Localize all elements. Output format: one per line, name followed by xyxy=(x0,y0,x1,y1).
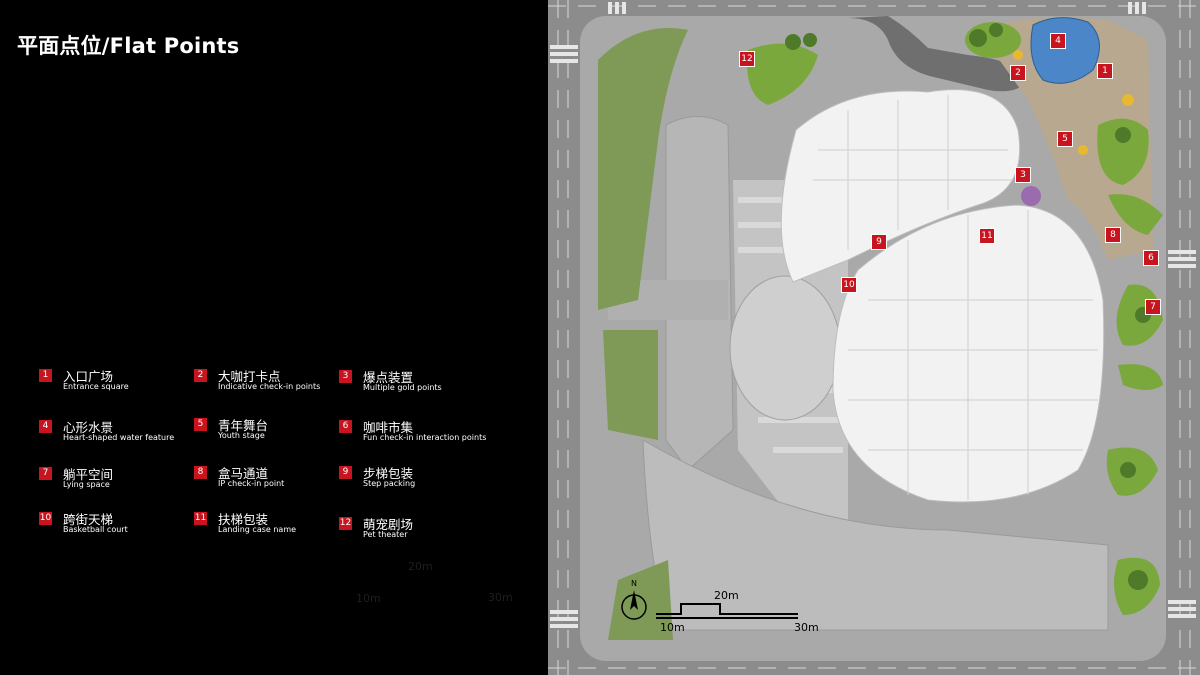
legend-item-4: 4 心形水景 Heart-shaped water feature xyxy=(39,418,189,448)
legend-number: 10 xyxy=(39,512,52,525)
marker-8: 8 xyxy=(1105,227,1121,243)
legend-number: 2 xyxy=(194,369,207,382)
marker-12: 12 xyxy=(739,51,755,67)
legend-label-en: Indicative check-in points xyxy=(218,382,321,391)
heart-water-feature xyxy=(1030,17,1100,84)
legend-label-en: Youth stage xyxy=(218,431,265,440)
marker-4: 4 xyxy=(1050,33,1066,49)
legend-number: 5 xyxy=(194,418,207,431)
legend-number: 8 xyxy=(194,466,207,479)
north-arrow xyxy=(621,590,647,620)
legend-item-3: 3 爆点装置 Multiple gold points xyxy=(339,368,489,398)
legend-item-5: 5 青年舞台 Youth stage xyxy=(194,416,344,446)
legend-number: 3 xyxy=(339,370,352,383)
legend-label-cn: 入口广场 xyxy=(63,369,114,384)
legend-label-cn: 心形水景 xyxy=(63,420,114,435)
scale-label-20: 20m xyxy=(714,589,739,602)
site-plan: 1 2 3 4 5 6 7 8 9 10 11 12 20m 10m 30m N xyxy=(548,0,1200,675)
trees xyxy=(785,23,1151,590)
bottom-building xyxy=(642,439,1109,631)
legend-item-1: 1 入口广场 Entrance square xyxy=(39,367,189,397)
legend-item-11: 11 扶梯包装 Landing case name xyxy=(194,510,344,540)
legend-label-en: Multiple gold points xyxy=(363,383,442,392)
legend-label-cn: 咖啡市集 xyxy=(363,420,414,435)
legend-label-en: Step packing xyxy=(363,479,416,488)
legend-item-12: 12 萌宠剧场 Pet theater xyxy=(339,515,489,545)
legend-item-6: 6 咖啡市集 Fun check-in interaction points xyxy=(339,418,489,448)
legend-label-cn: 步梯包装 xyxy=(363,466,414,481)
ghost-scale-10: 10m xyxy=(356,592,381,605)
legend-number: 11 xyxy=(194,512,207,525)
page-title: 平面点位/Flat Points xyxy=(17,34,240,58)
green-strip-left-lower xyxy=(603,330,658,440)
scale-label-30: 30m xyxy=(794,621,819,634)
marker-11: 11 xyxy=(979,228,995,244)
green-strip-left xyxy=(598,28,688,310)
legend-label-en: Pet theater xyxy=(363,530,408,539)
legend-label-cn: 扶梯包装 xyxy=(218,512,269,527)
legend-label-cn: 爆点装置 xyxy=(363,370,414,385)
legend-label-cn: 萌宠剧场 xyxy=(363,517,414,532)
legend-label-cn: 大咖打卡点 xyxy=(218,369,281,384)
legend-number: 1 xyxy=(39,369,52,382)
green-corner-bottom xyxy=(608,560,673,640)
yellow-accents xyxy=(1013,50,1134,155)
green-patches xyxy=(747,22,1163,615)
ghost-scale-20: 20m xyxy=(408,560,433,573)
legend-label-en: Lying space xyxy=(63,480,110,489)
marker-5: 5 xyxy=(1057,131,1073,147)
legend-label-en: Basketball court xyxy=(63,525,128,534)
legend-number: 12 xyxy=(339,517,352,530)
purple-sphere xyxy=(1021,186,1041,206)
ghost-scale-30: 30m xyxy=(488,591,513,604)
marker-2: 2 xyxy=(1010,65,1026,81)
access-road-top xyxy=(848,16,1028,92)
legend-number: 6 xyxy=(339,420,352,433)
legend-label-en: Fun check-in interaction points xyxy=(363,433,487,442)
marker-6: 6 xyxy=(1143,250,1159,266)
crosswalks xyxy=(550,2,1196,628)
legend-label-en: Entrance square xyxy=(63,382,129,391)
legend-item-2: 2 大咖打卡点 Indicative check-in points xyxy=(194,367,344,397)
legend-label-cn: 跨街天梯 xyxy=(63,512,114,527)
marker-1: 1 xyxy=(1097,63,1113,79)
legend-label-en: Heart-shaped water feature xyxy=(63,433,175,442)
legend-number: 7 xyxy=(39,467,52,480)
legend-label-cn: 盒马通道 xyxy=(218,466,269,481)
floor-plan-lines xyxy=(813,95,1098,500)
scale-bar xyxy=(656,603,798,619)
north-label: N xyxy=(631,579,637,588)
legend-label-en: Landing case name xyxy=(218,525,297,534)
legend-item-10: 10 跨街天梯 Basketball court xyxy=(39,510,189,540)
oval-atrium xyxy=(729,275,841,421)
legend-label-cn: 青年舞台 xyxy=(218,418,269,433)
lane-markings xyxy=(548,0,1200,675)
scale-label-10: 10m xyxy=(660,621,685,634)
legend-item-8: 8 盒马通道 IP check-in point xyxy=(194,464,344,494)
legend-label-en: IP check-in point xyxy=(218,479,285,488)
marker-10: 10 xyxy=(841,277,857,293)
legend-number: 4 xyxy=(39,420,52,433)
legend-item-7: 7 躺平空间 Lying space xyxy=(39,465,189,495)
legend-number: 9 xyxy=(339,466,352,479)
marker-3: 3 xyxy=(1015,167,1031,183)
building-blob-north xyxy=(780,89,1021,283)
marker-9: 9 xyxy=(871,234,887,250)
marker-7: 7 xyxy=(1145,299,1161,315)
legend-item-9: 9 步梯包装 Step packing xyxy=(339,464,489,494)
site-plan-drawing xyxy=(548,0,1200,675)
legend-label-cn: 躺平空间 xyxy=(63,467,114,482)
